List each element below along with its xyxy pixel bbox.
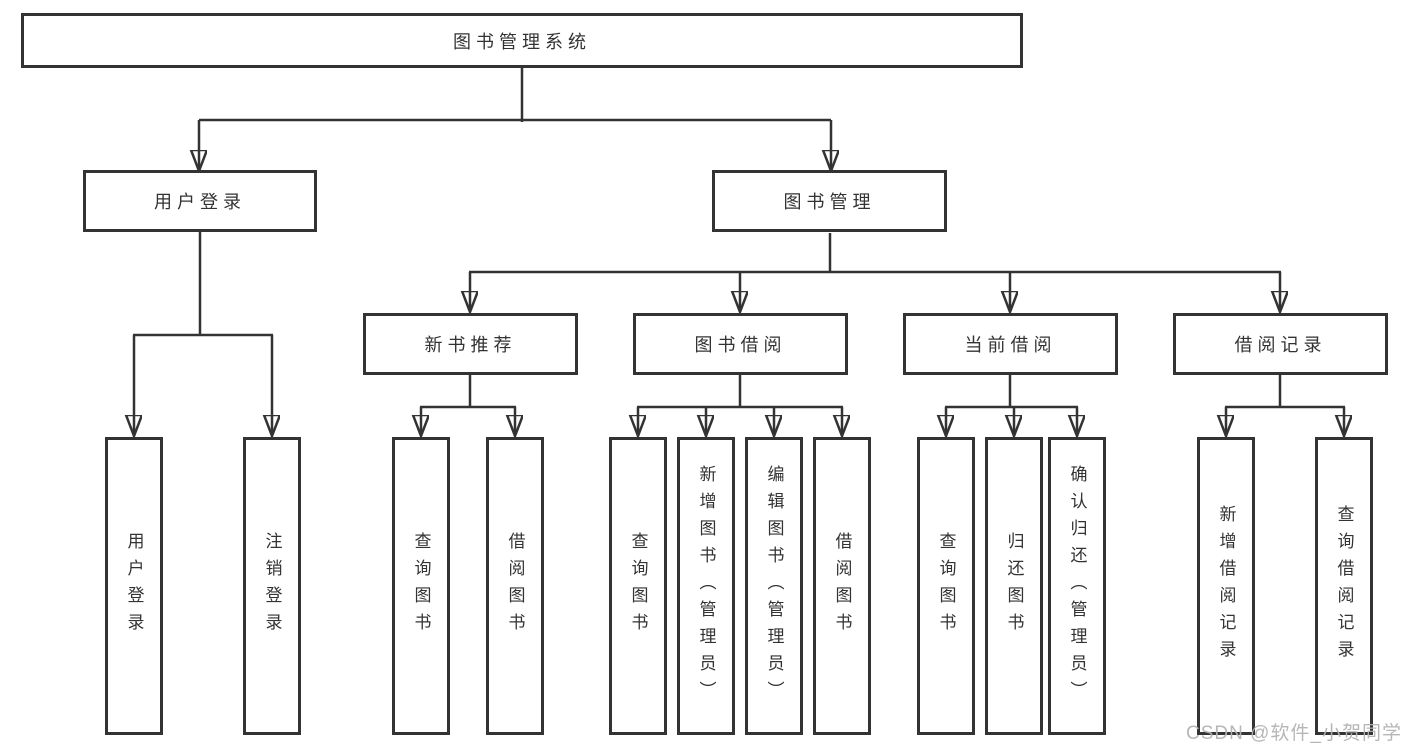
node-current-borrowing: 当前借阅 [903,313,1118,375]
leaf-current-confirm-return-admin: 确认归还（管理员） [1048,437,1106,735]
node-label: 借阅记录 [1234,335,1327,355]
node-label: 借阅图书 [832,532,852,640]
node-label: 查询图书 [936,532,956,640]
node-label: 归还图书 [1004,532,1024,640]
leaf-borrow-edit-books-admin: 编辑图书（管理员） [745,437,803,735]
node-label: 用户登录 [154,192,246,212]
leaf-logout: 注销登录 [243,437,301,735]
leaf-rec-borrow-books: 借阅图书 [486,437,544,735]
leaf-user-login: 用户登录 [105,437,163,735]
node-label: 借阅图书 [505,532,525,640]
node-label: 新书推荐 [424,335,517,355]
node-label: 确认归还（管理员） [1067,464,1087,708]
node-book-management: 图书管理 [712,170,947,232]
node-borrowing-records: 借阅记录 [1173,313,1388,375]
node-label: 图书借阅 [694,335,787,355]
node-label: 查询图书 [411,532,431,640]
leaf-borrow-add-books-admin: 新增图书（管理员） [677,437,735,735]
leaf-rec-query-books: 查询图书 [392,437,450,735]
leaf-current-query-books: 查询图书 [917,437,975,735]
node-label: 查询图书 [628,532,648,640]
node-label: 图书管理系统 [453,31,591,52]
node-label: 查询借阅记录 [1334,505,1354,667]
leaf-borrow-query-books: 查询图书 [609,437,667,735]
node-label: 新增借阅记录 [1216,505,1236,667]
node-label: 编辑图书（管理员） [764,464,784,708]
node-label: 图书管理 [783,192,876,212]
node-book-borrowing: 图书借阅 [633,313,848,375]
csdn-watermark: CSDN @软件_小贺同学 [1186,723,1402,744]
node-label: 当前借阅 [964,335,1057,355]
leaf-records-query-record: 查询借阅记录 [1315,437,1373,735]
node-new-book-recommendation: 新书推荐 [363,313,578,375]
leaf-current-return-books: 归还图书 [985,437,1043,735]
node-user-login: 用户登录 [83,170,317,232]
leaf-borrow-borrow-books: 借阅图书 [813,437,871,735]
node-label: 新增图书（管理员） [696,464,716,708]
node-library-management-system: 图书管理系统 [21,13,1023,68]
node-label: 注销登录 [262,532,282,640]
node-label: 用户登录 [124,532,144,640]
leaf-records-add-record: 新增借阅记录 [1197,437,1255,735]
